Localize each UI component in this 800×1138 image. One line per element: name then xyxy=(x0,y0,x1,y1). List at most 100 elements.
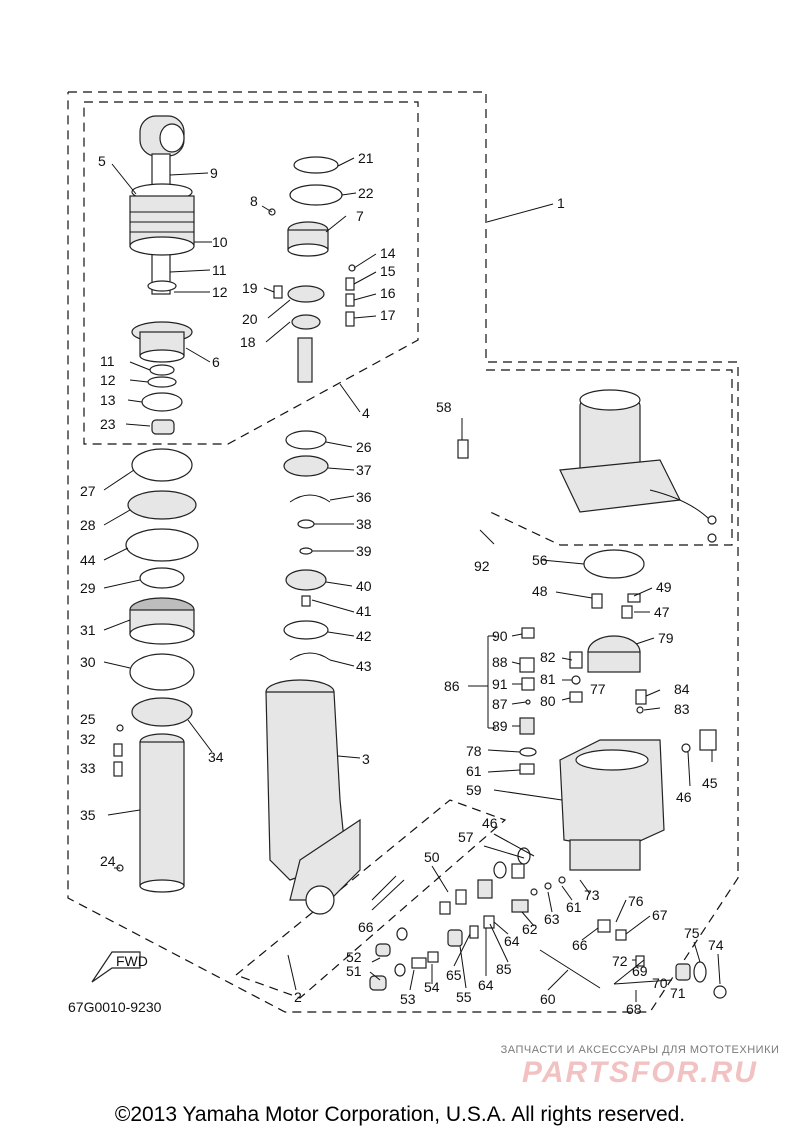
callout-65: 65 xyxy=(446,967,462,983)
callout-32: 32 xyxy=(80,731,96,747)
callout-85: 85 xyxy=(496,961,512,977)
callout-39: 39 xyxy=(356,543,372,559)
callout-84: 84 xyxy=(674,681,690,697)
callout-3: 3 xyxy=(362,751,370,767)
exploded-parts-diagram: FWD xyxy=(67,91,739,1017)
callout-58: 58 xyxy=(436,399,452,415)
watermark-logo: PARTSFOR.RU xyxy=(522,1056,758,1089)
callout-92: 92 xyxy=(474,558,490,574)
callout-25: 25 xyxy=(80,711,96,727)
callout-7: 7 xyxy=(356,208,364,224)
callout-60: 60 xyxy=(540,991,556,1007)
callout-82: 82 xyxy=(540,649,556,665)
callout-18: 18 xyxy=(240,334,256,350)
callout-64-lower: 64 xyxy=(478,977,494,993)
callout-73: 73 xyxy=(584,887,600,903)
callout-61-upper: 61 xyxy=(466,763,482,779)
callout-50: 50 xyxy=(424,849,440,865)
callout-79: 79 xyxy=(658,630,674,646)
callout-52: 52 xyxy=(346,949,362,965)
callout-67: 67 xyxy=(652,907,668,923)
callout-11-lower: 11 xyxy=(100,353,115,369)
callout-12-lower: 12 xyxy=(100,372,116,388)
callout-34: 34 xyxy=(208,749,224,765)
callout-13: 13 xyxy=(100,392,116,408)
callout-77: 77 xyxy=(590,681,606,697)
fwd-label: FWD xyxy=(116,953,148,969)
tilt-cylinder-tube xyxy=(139,741,185,887)
callout-17: 17 xyxy=(380,307,396,323)
callout-88: 88 xyxy=(492,654,508,670)
callout-9: 9 xyxy=(210,165,218,181)
callout-51: 51 xyxy=(346,963,362,979)
lower-valve-parts xyxy=(369,847,727,999)
callout-23: 23 xyxy=(100,416,116,432)
callout-53: 53 xyxy=(400,991,416,1007)
callout-70: 70 xyxy=(652,975,668,991)
callout-64-upper: 64 xyxy=(504,933,520,949)
callout-40: 40 xyxy=(356,578,372,594)
callout-20: 20 xyxy=(242,311,258,327)
callout-75: 75 xyxy=(684,925,700,941)
callout-31: 31 xyxy=(80,622,96,638)
callout-68: 68 xyxy=(626,1001,642,1017)
callout-24: 24 xyxy=(100,853,116,869)
callout-90: 90 xyxy=(492,628,508,644)
valve-stack-86 xyxy=(519,627,583,775)
callout-8: 8 xyxy=(250,193,258,209)
callout-38: 38 xyxy=(356,516,372,532)
copyright-notice: ©2013 Yamaha Motor Corporation, U.S.A. A… xyxy=(114,1103,686,1126)
callout-28: 28 xyxy=(80,517,96,533)
assembly-boundaries xyxy=(67,91,739,1013)
callout-21: 21 xyxy=(358,150,374,166)
callout-59: 59 xyxy=(466,782,482,798)
callout-11-upper: 11 xyxy=(212,262,227,278)
callout-57: 57 xyxy=(458,829,474,845)
leader-lines xyxy=(103,157,721,1002)
seal-rings-left xyxy=(113,448,199,893)
callout-29: 29 xyxy=(80,580,96,596)
tilt-rod-assembly xyxy=(129,115,195,435)
callout-56: 56 xyxy=(532,552,548,568)
fwd-arrow: FWD xyxy=(91,951,148,983)
callout-69: 69 xyxy=(632,963,648,979)
callout-14: 14 xyxy=(380,245,396,261)
callout-27: 27 xyxy=(80,483,96,499)
callout-labels: 1 2 3 4 5 6 7 8 9 10 11 11 12 12 13 14 1… xyxy=(80,150,724,1017)
callout-22: 22 xyxy=(358,185,374,201)
callout-1: 1 xyxy=(557,195,565,211)
callout-66-right: 66 xyxy=(572,937,588,953)
callout-42: 42 xyxy=(356,628,372,644)
callout-74: 74 xyxy=(708,937,724,953)
callout-10: 10 xyxy=(212,234,228,250)
callout-43: 43 xyxy=(356,658,372,674)
callout-71: 71 xyxy=(670,985,686,1001)
callout-80: 80 xyxy=(540,693,556,709)
reservoir-and-valve-body xyxy=(559,549,717,871)
tilt-cylinder-body xyxy=(265,679,361,915)
callout-78: 78 xyxy=(466,743,482,759)
callout-46-right: 46 xyxy=(676,789,692,805)
callout-41: 41 xyxy=(356,603,372,619)
callout-63: 63 xyxy=(544,911,560,927)
callout-4: 4 xyxy=(362,405,370,421)
callout-66-left: 66 xyxy=(358,919,374,935)
callout-26: 26 xyxy=(356,439,372,455)
callout-16: 16 xyxy=(380,285,396,301)
callout-19: 19 xyxy=(242,280,258,296)
callout-12-upper: 12 xyxy=(212,284,228,300)
callout-49: 49 xyxy=(656,579,672,595)
callout-5: 5 xyxy=(98,153,106,169)
callout-47: 47 xyxy=(654,604,670,620)
callout-61-lower: 61 xyxy=(566,899,582,915)
callout-30: 30 xyxy=(80,654,96,670)
callout-76: 76 xyxy=(628,893,644,909)
callout-89: 89 xyxy=(492,718,508,734)
diagram-code: 67G0010-9230 xyxy=(68,999,162,1015)
callout-36: 36 xyxy=(356,489,372,505)
callout-6: 6 xyxy=(212,354,220,370)
callout-44: 44 xyxy=(80,552,96,568)
callout-37: 37 xyxy=(356,462,372,478)
callout-55: 55 xyxy=(456,989,472,1005)
motor-pump-assembly xyxy=(457,389,717,543)
